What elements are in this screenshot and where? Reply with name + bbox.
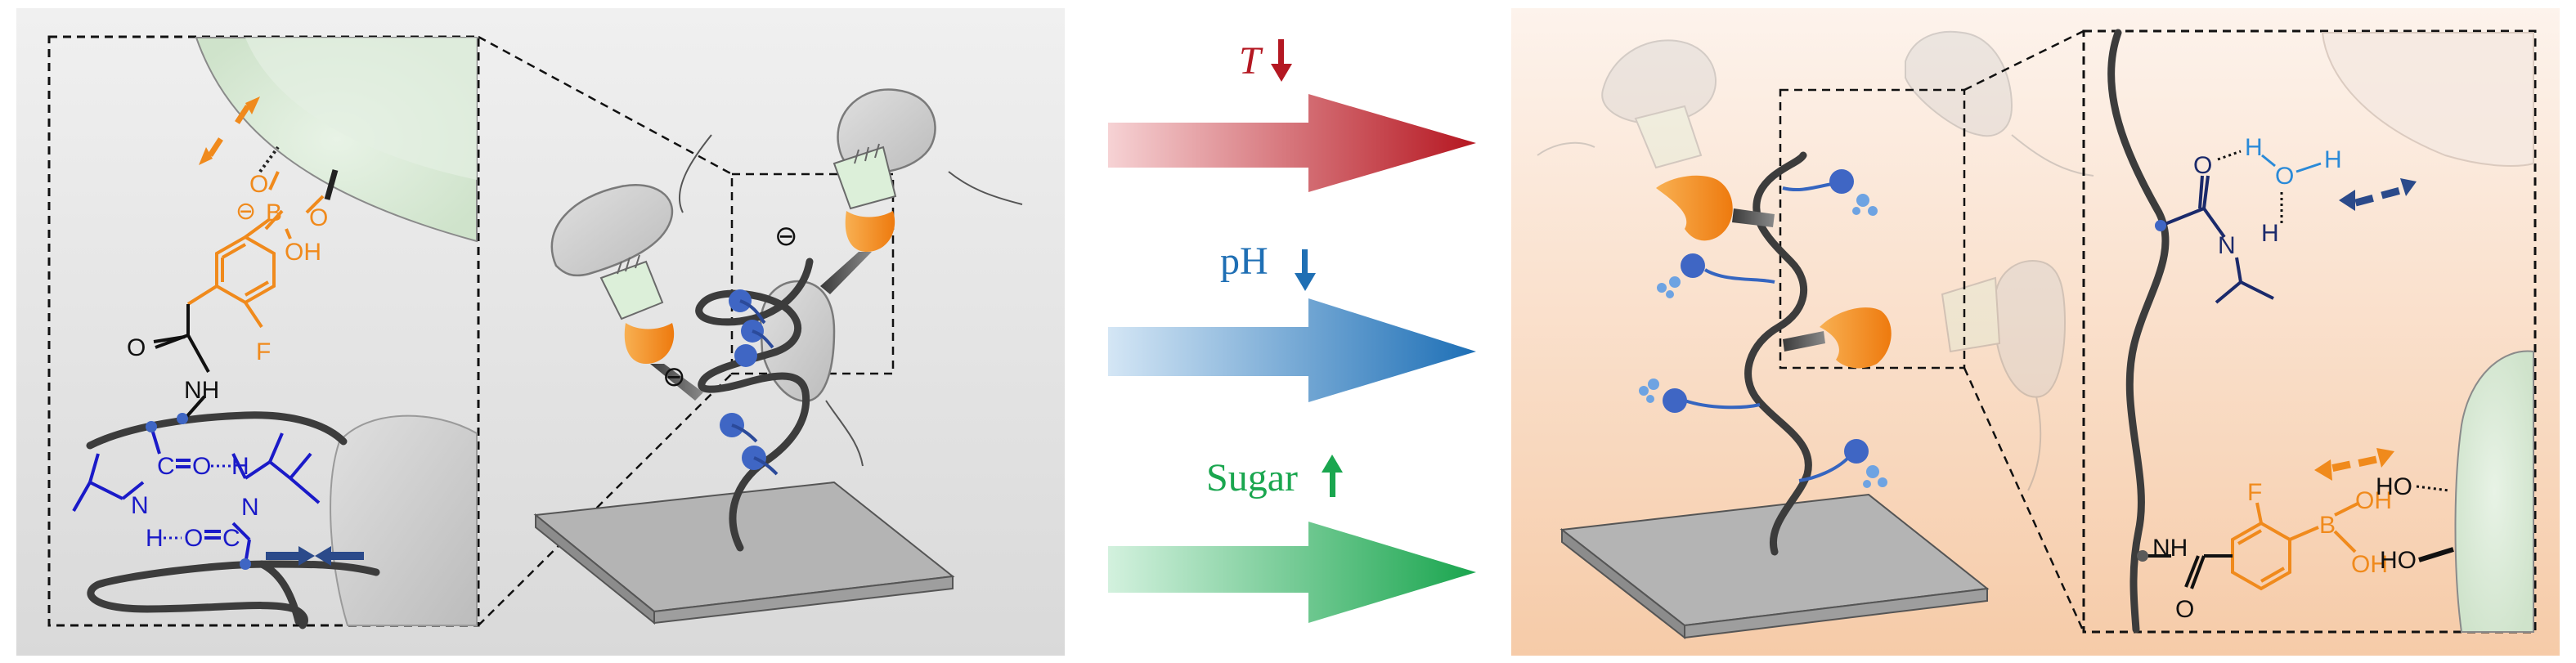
left-inset-green-cell-highlight	[245, 38, 477, 180]
left-stalk-2	[820, 252, 872, 294]
left-orange-receptor-1	[624, 323, 675, 364]
left-bacterium-1	[550, 134, 712, 277]
right-polymer-chain	[1744, 151, 1812, 556]
right-orange-receptor-2	[1783, 307, 1892, 369]
temperature-down-icon	[1271, 39, 1292, 82]
left-substrate-slab	[533, 481, 955, 625]
sugar-label: Sugar	[1206, 456, 1298, 499]
left-nipam-bonds	[72, 426, 321, 565]
right-oh-1: OH	[2355, 487, 2392, 514]
left-nipam-bead-1	[146, 421, 157, 432]
right-zoom-connectors	[1963, 29, 2085, 633]
right-faded-bacteria	[1537, 30, 2094, 491]
right-substrate-slab	[1560, 493, 1990, 640]
right-diol-ho-1: HO	[2376, 473, 2412, 500]
left-minus-charge-2: ⊖	[774, 221, 798, 252]
left-pili-2-hairs	[854, 143, 880, 164]
left-polymer-chain	[695, 258, 814, 552]
right-boron: B	[2319, 512, 2336, 539]
right-water-molecule: H O H	[2217, 134, 2342, 225]
right-water-double-arrow	[2339, 178, 2417, 211]
right-amide-anchor-bead	[2137, 550, 2148, 562]
sugar-up-icon	[1322, 455, 1343, 497]
right-inset-faded-cell-top	[2321, 32, 2534, 167]
right-orange-receptor-1	[1656, 175, 1775, 241]
left-nipam-n1: N	[131, 492, 149, 519]
left-nipam-o2: O	[184, 525, 203, 552]
right-inset-green-cell	[2454, 350, 2534, 633]
right-amide-oxygen: O	[2175, 596, 2194, 623]
right-hydrated-beads	[1639, 169, 1887, 488]
right-inset-polymer	[2107, 29, 2170, 634]
left-orange-receptor-2	[845, 211, 895, 252]
left-amide-oxygen: O	[127, 334, 146, 361]
right-nipam-anchor-bead	[2155, 220, 2166, 231]
right-inset-frame	[2082, 29, 2537, 634]
left-nipam-double-bonds	[176, 459, 221, 540]
left-nipam-c1: C	[157, 453, 175, 480]
left-boronate-minus: ⊖	[236, 198, 256, 225]
water-h2: H	[2324, 146, 2342, 173]
left-nipam-o1: O	[192, 453, 211, 480]
left-stalk-1	[650, 364, 703, 401]
left-boronate-boron: B	[266, 199, 282, 226]
sugar-arrow	[1108, 522, 1476, 623]
right-amide-nh: NH	[2152, 535, 2188, 562]
ph-arrow	[1108, 298, 1476, 402]
left-boronate-oxygen-2: O	[309, 204, 328, 231]
right-nipam-oxygen: O	[2193, 152, 2212, 179]
ph-label: pH	[1220, 240, 1268, 283]
left-inset-polymer-tail	[258, 560, 303, 625]
left-nipam-c2: C	[222, 525, 240, 552]
left-inset-polymer-loop	[87, 560, 380, 629]
left-nipam-h2: H	[146, 525, 164, 552]
left-inset-boronate-ester	[258, 146, 339, 240]
left-boronate-oxygen-1: O	[249, 171, 268, 198]
right-boronic-bonds	[2231, 501, 2360, 591]
temperature-stimulus: T	[1108, 39, 1476, 192]
left-inset-orange-double-arrow	[199, 96, 260, 165]
left-nipam-n2: N	[241, 494, 259, 521]
left-inset-compress-arrows	[266, 546, 364, 566]
temperature-arrow	[1108, 94, 1476, 192]
right-fluorine: F	[2247, 479, 2262, 506]
left-minus-charge-1: ⊖	[662, 361, 686, 392]
left-nipam-bead-2	[240, 558, 251, 570]
right-oh-2: OH	[2351, 551, 2388, 578]
right-nipam-bonds	[2162, 175, 2274, 304]
right-zoom-box	[1779, 88, 1966, 370]
right-nipam-nitrogen: N	[2218, 232, 2236, 259]
ph-down-icon	[1295, 249, 1316, 291]
temperature-label: T	[1239, 39, 1263, 83]
left-amide-bonds	[153, 304, 210, 419]
water-h1: H	[2245, 134, 2263, 161]
left-fluorine: F	[256, 338, 271, 365]
left-blue-beads	[720, 289, 779, 476]
right-orange-double-arrow	[2314, 448, 2394, 481]
left-inset-polymer-top	[86, 411, 348, 450]
sugar-stimulus: Sugar	[1108, 455, 1476, 623]
left-phenyl-ring	[186, 217, 276, 329]
left-amide-anchor-bead	[177, 413, 188, 424]
right-diol-ho-2: HO	[2380, 547, 2417, 574]
ph-stimulus: pH	[1108, 240, 1476, 402]
left-pili-cone-1	[599, 260, 664, 320]
left-boronate-hydroxyl: OH	[285, 239, 321, 266]
left-nipam-h1: H	[231, 453, 249, 480]
right-nipam-hydrogen: H	[2261, 220, 2279, 247]
left-zoom-connectors	[478, 35, 733, 626]
right-diol-bonds	[2416, 485, 2454, 562]
left-pili-1-hairs	[617, 254, 640, 275]
left-inset-gray-cell	[330, 414, 478, 626]
water-o: O	[2275, 163, 2294, 190]
left-amide-nh: NH	[184, 377, 219, 404]
